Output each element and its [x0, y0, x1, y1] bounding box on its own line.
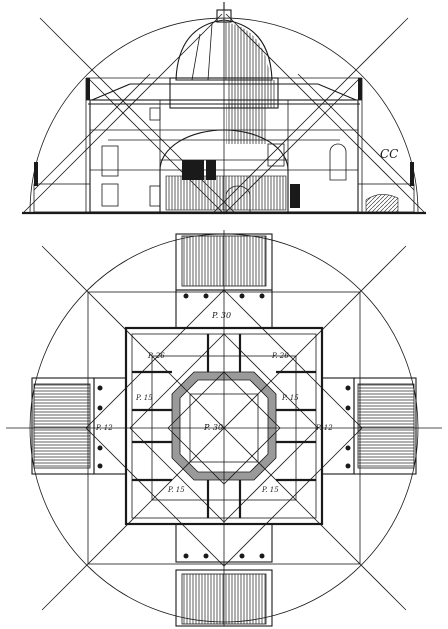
east-stair [357, 383, 415, 469]
statue [410, 162, 414, 186]
dome-rib [207, 23, 213, 81]
statue [358, 78, 362, 100]
room-label-east-hall: P. 12 [315, 424, 333, 432]
column [97, 405, 103, 411]
room-label-center: P. 30 [203, 423, 223, 432]
statue [34, 162, 38, 186]
drum-section [228, 80, 276, 108]
room-label-sw: P. 15 [167, 486, 185, 494]
room-label-ne: P. 26 [271, 352, 289, 360]
column [203, 293, 209, 299]
window [149, 107, 161, 121]
east-loggia [321, 377, 355, 475]
column [97, 445, 103, 451]
column [97, 385, 103, 391]
column [345, 405, 351, 411]
column [183, 293, 189, 299]
right-stair-hatch [365, 194, 399, 213]
west-stair [33, 383, 91, 469]
column [345, 445, 351, 451]
dome [175, 19, 273, 81]
elevation-label: CC [380, 147, 398, 161]
inner-arch [225, 185, 251, 213]
elevation-drawing: CC [21, 2, 427, 215]
window [101, 145, 119, 177]
left-wing-wall [33, 183, 91, 213]
plan-drawing: P. 30 P. 30 P. 12 P. 12 P. 26 P. 26 P. 1… [6, 230, 442, 627]
arched-window [329, 143, 347, 181]
inner-door [290, 184, 300, 208]
column [259, 293, 265, 299]
column [239, 553, 245, 559]
column [203, 553, 209, 559]
column [345, 385, 351, 391]
window [149, 185, 161, 207]
dome-section-shade [224, 22, 270, 80]
elevation-diagonal [33, 73, 151, 191]
window [267, 143, 285, 167]
room-label-west-hall: P. 12 [95, 424, 113, 432]
statue [86, 78, 90, 100]
room-label-nw: P. 26 [147, 352, 165, 360]
central-door [206, 160, 216, 180]
column [97, 463, 103, 469]
portico-arch [159, 129, 289, 212]
room-label-e: P. 15 [281, 394, 299, 402]
room-label-north: P. 30 [211, 311, 231, 320]
portico-columns [97, 293, 351, 559]
column [183, 553, 189, 559]
section-interior [226, 104, 266, 144]
column [239, 293, 245, 299]
central-door [182, 160, 204, 180]
dome-rib [191, 33, 201, 81]
room-label-se: P. 15 [261, 486, 279, 494]
dome-drum [169, 77, 279, 109]
west-loggia [93, 377, 127, 475]
room-label-w: P. 15 [135, 394, 153, 402]
column [345, 463, 351, 469]
window [101, 183, 119, 207]
column [259, 553, 265, 559]
elevation-diagonal [21, 13, 223, 215]
elevation-diagonal [297, 73, 415, 191]
